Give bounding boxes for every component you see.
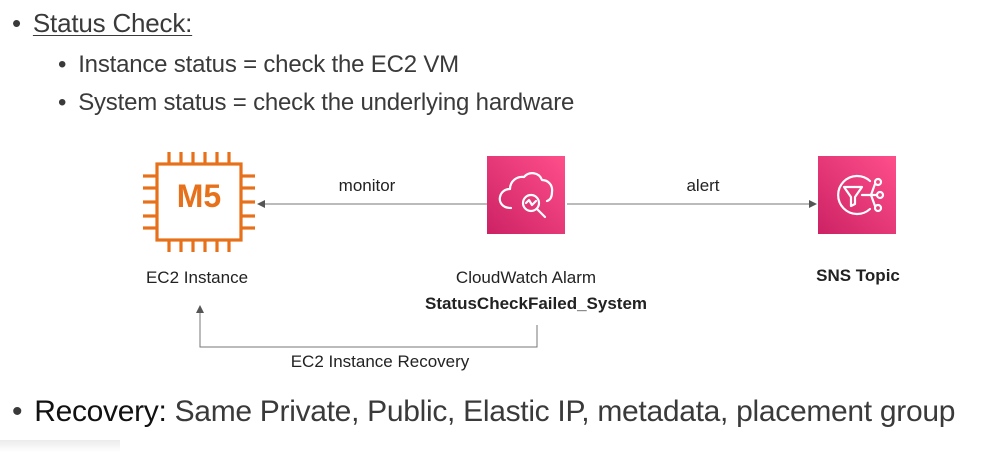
sns-topic-label: SNS Topic: [816, 266, 900, 285]
bullet-system-status: •System status = check the underlying ha…: [58, 89, 575, 116]
cloudwatch-alarm-node: [487, 156, 565, 234]
cloudwatch-alarm-label: CloudWatch Alarm: [455, 268, 597, 287]
cloudwatch-metric-label: StatusCheckFailed_System: [424, 294, 648, 313]
recovery-arrow-label: EC2 Instance Recovery: [290, 352, 470, 371]
slide-edge-shadow: [0, 440, 120, 452]
bullet-instance-status: •Instance status = check the EC2 VM: [58, 51, 459, 78]
recovery-term: Recovery:: [34, 395, 167, 428]
sns-topic-node: [818, 156, 896, 234]
sns-icon: [837, 174, 885, 216]
ec2-chip-label: M5: [176, 178, 222, 214]
monitor-label: monitor: [338, 176, 396, 195]
status-check-heading: Status Check:: [32, 8, 193, 38]
ec2-chip-icon: [143, 152, 255, 252]
system-status-text: System status = check the underlying har…: [78, 89, 575, 116]
ec2-instance-label: EC2 Instance: [145, 268, 249, 287]
recovery-text: Same Private, Public, Elastic IP, metada…: [166, 395, 956, 428]
alert-label: alert: [686, 176, 720, 195]
bullet-status-check: •Status Check:: [12, 8, 193, 38]
cloudwatch-icon: [498, 172, 554, 219]
bullet-recovery: •Recovery: Same Private, Public, Elastic…: [12, 395, 956, 428]
instance-status-text: Instance status = check the EC2 VM: [78, 51, 459, 78]
recovery-arrow: [196, 305, 538, 348]
